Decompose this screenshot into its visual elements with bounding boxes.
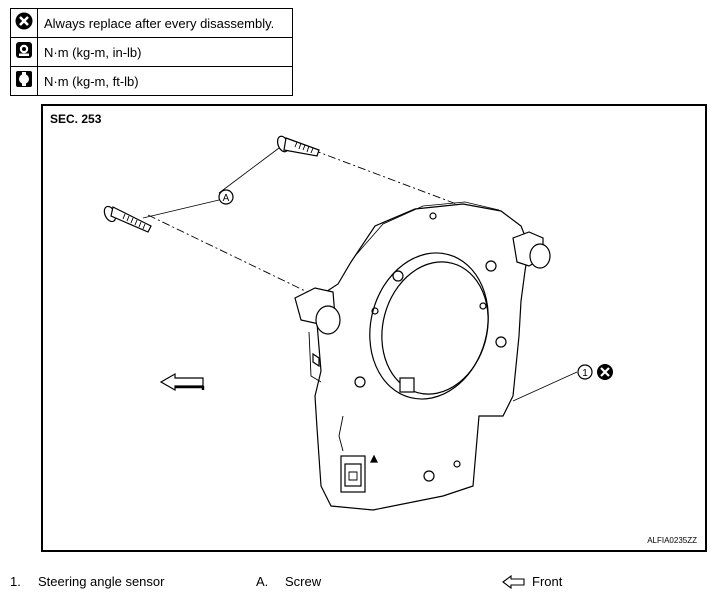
legend-text: N·m (kg-m, in-lb) [37, 37, 293, 67]
caption-itemA-letter: A. [256, 574, 269, 589]
front-arrow-legend-icon [502, 575, 525, 589]
section-label: SEC. 253 [50, 112, 102, 126]
torque-wrench-icon [10, 37, 38, 67]
symbol-legend: Always replace after every disassembly. … [10, 8, 293, 96]
steering-angle-sensor-drawing: A 1 [103, 135, 613, 511]
caption-item1-text: Steering angle sensor [38, 574, 165, 589]
legend-row-torque-inlb: N·m (kg-m, in-lb) [10, 37, 293, 67]
front-arrow-icon [159, 372, 205, 392]
callout-1: 1 [577, 364, 613, 380]
legend-text: Always replace after every disassembly. [37, 8, 293, 38]
legend-row-replace: Always replace after every disassembly. [10, 8, 293, 38]
legend-text: N·m (kg-m, ft-lb) [37, 66, 293, 96]
callout-1-label: 1 [582, 368, 588, 379]
exploded-view-figure: SEC. 253 [41, 104, 707, 552]
caption-itemA-text: Screw [285, 574, 322, 589]
legend-row-torque-ftlb: N·m (kg-m, ft-lb) [10, 66, 293, 96]
torque-square-icon [10, 66, 38, 96]
sensor-body [294, 201, 551, 511]
callout-a-label: A [223, 193, 230, 204]
upper-screw [276, 135, 320, 157]
lower-screw [103, 205, 152, 233]
figure-code: ALFIA0235ZZ [647, 536, 697, 545]
replace-x-icon [10, 8, 38, 38]
caption-item1-number: 1. [10, 574, 21, 589]
callout-a: A [218, 189, 234, 205]
caption-front-text: Front [532, 574, 563, 589]
